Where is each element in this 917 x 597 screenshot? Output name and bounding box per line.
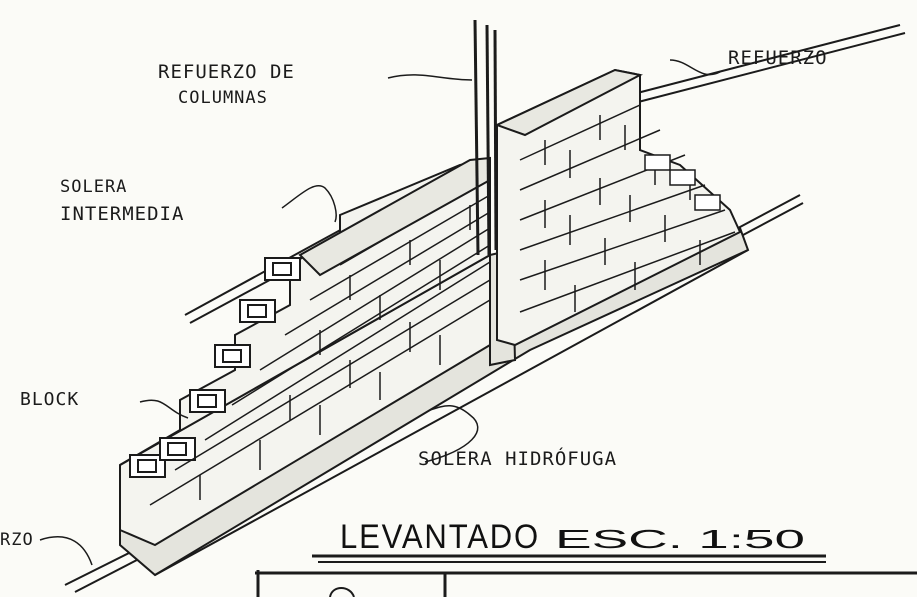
label-left-reinforcement-partial: RZO (0, 530, 34, 550)
label-intermediate-beam-line2: INTERMEDIA (60, 203, 184, 225)
drawing-title: LEVANTADO (340, 518, 540, 556)
title-block-frame (255, 570, 917, 597)
left-wall-courses (149, 177, 491, 506)
label-waterproof-beam: SOLERA HIDRÓFUGA (418, 446, 617, 470)
drawing-scale: ESC. 1:50 (555, 524, 805, 554)
column-rebar (473, 19, 498, 256)
intermediate-beam (298, 156, 491, 277)
label-intermediate-beam-line1: SOLERA (60, 177, 127, 197)
leader-lines (39, 59, 721, 566)
label-block: BLOCK (20, 389, 79, 410)
label-column-reinforcement-line2: COLUMNAS (178, 88, 268, 108)
right-wall (494, 68, 742, 347)
right-wall-courses (519, 104, 736, 313)
label-column-reinforcement-line1: REFUERZO DE (158, 61, 295, 83)
right-wall-steps (644, 154, 721, 211)
label-top-reinforcement: REFUERZO (728, 47, 828, 69)
left-wall (119, 158, 491, 547)
